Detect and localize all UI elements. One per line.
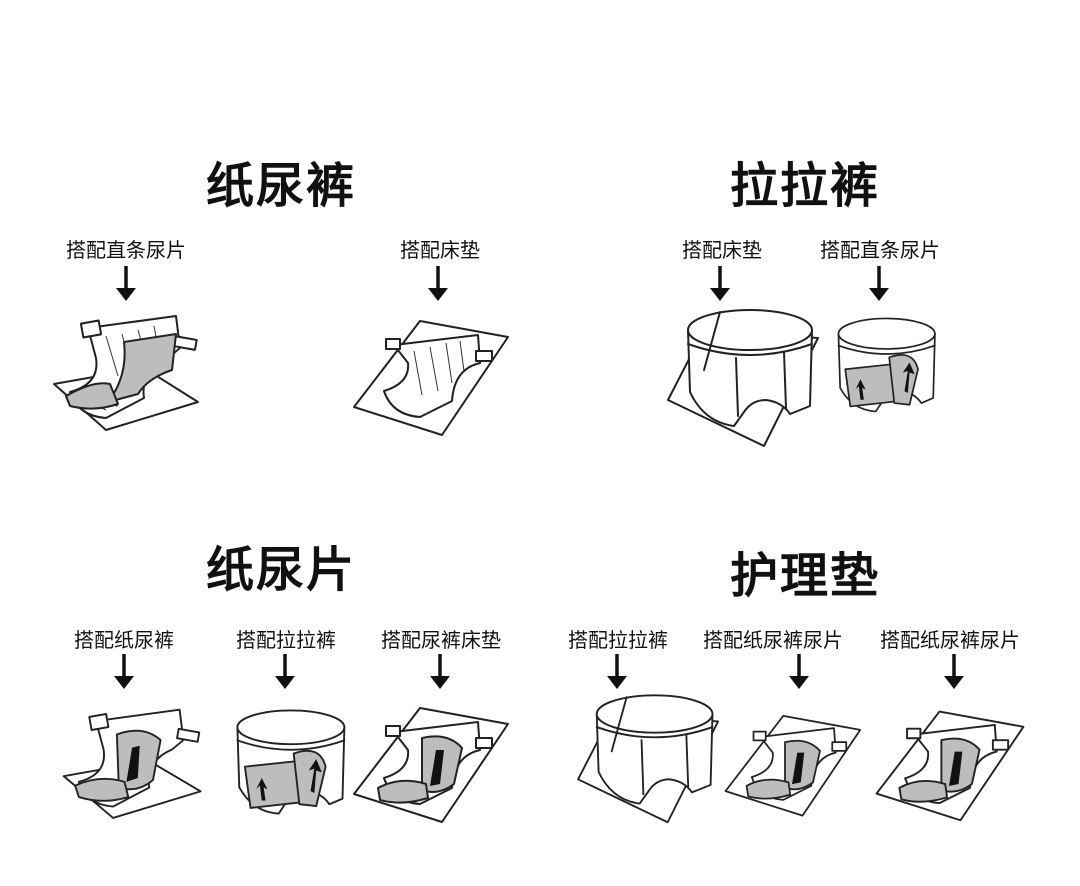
down-arrow-icon (426, 266, 450, 302)
down-arrow-icon (112, 654, 136, 690)
pairing-label: 搭配直条尿片 (820, 238, 940, 262)
down-arrow-icon (867, 266, 891, 302)
diaper-pad-on-mat-illustration (350, 696, 510, 830)
pairing-label: 搭配纸尿裤尿片 (703, 628, 843, 652)
down-arrow-icon (787, 654, 811, 690)
down-arrow-icon (942, 654, 966, 690)
pairing-label: 搭配床垫 (682, 238, 762, 262)
pairing-label: 搭配拉拉裤 (236, 628, 336, 652)
down-arrow-icon (273, 654, 297, 690)
diaper-with-pad-illustration (58, 698, 210, 822)
pairing-label: 搭配直条尿片 (66, 238, 186, 262)
diaper-pad-on-mat-illustration (868, 702, 1030, 826)
pull-up-on-bed-pad-illustration (664, 300, 824, 450)
down-arrow-icon (605, 654, 629, 690)
pairing-label: 搭配尿裤床垫 (381, 628, 501, 652)
pull-up-with-strip-pad-illustration (830, 306, 940, 424)
diaper-on-bed-pad-illustration (350, 306, 510, 446)
pairing-label: 搭配床垫 (400, 238, 480, 262)
pull-up-on-mat-illustration (574, 686, 724, 826)
section-title-bed-pad: 护理垫 (730, 548, 881, 604)
section-title-pull-up: 拉拉裤 (730, 158, 881, 214)
pull-up-with-pad-illustration (228, 700, 350, 824)
diaper-with-strip-pad-illustration (48, 306, 208, 436)
section-title-strip-pad: 纸尿片 (206, 542, 357, 598)
pairing-label: 搭配纸尿裤 (74, 628, 174, 652)
diaper-pad-on-mat-illustration (722, 702, 862, 826)
down-arrow-icon (428, 654, 452, 690)
pairing-label: 搭配拉拉裤 (568, 628, 668, 652)
down-arrow-icon (708, 266, 732, 302)
pairing-label: 搭配纸尿裤尿片 (880, 628, 1020, 652)
down-arrow-icon (114, 266, 138, 302)
section-title-diaper: 纸尿裤 (206, 158, 357, 214)
